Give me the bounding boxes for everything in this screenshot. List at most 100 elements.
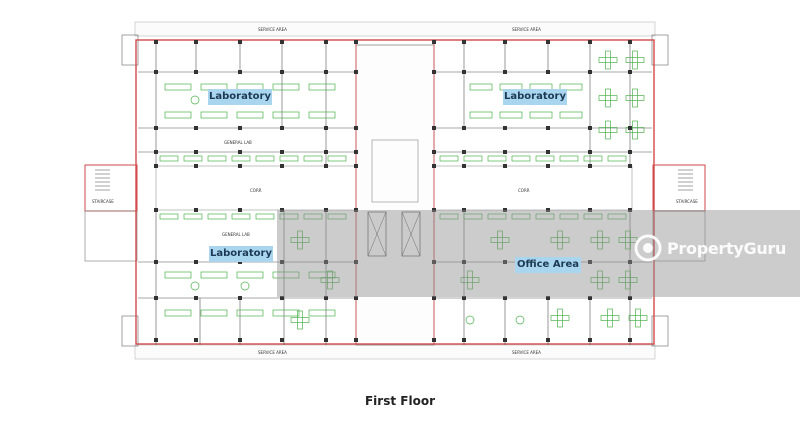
structural-column xyxy=(154,126,158,130)
structural-column xyxy=(432,150,436,154)
lab-bench xyxy=(272,271,300,279)
service-area-bottom-left-label: SERVICE AREA xyxy=(258,350,287,355)
staircase-left-label: STAIRCASE xyxy=(92,199,114,204)
lab-bench xyxy=(439,213,459,220)
structural-column xyxy=(194,40,198,44)
structural-column xyxy=(354,260,358,264)
lab-bench xyxy=(200,271,228,279)
workstation-cluster xyxy=(635,308,641,328)
workstation-cluster xyxy=(625,127,645,133)
lab-bench xyxy=(272,309,300,317)
structural-column xyxy=(588,296,592,300)
right-stair-wing xyxy=(652,164,706,212)
lift-left xyxy=(367,211,387,257)
lab-bench xyxy=(308,111,336,119)
lab-bench xyxy=(469,83,493,91)
lab-bench xyxy=(303,155,323,162)
structural-column xyxy=(194,126,198,130)
corridor-left xyxy=(155,165,357,211)
lab-bench xyxy=(583,155,603,162)
structural-column xyxy=(628,208,632,212)
lab-bench xyxy=(463,155,483,162)
service-strip-top xyxy=(134,21,656,37)
lab-bench xyxy=(308,309,336,317)
service-strip-bottom xyxy=(134,344,656,360)
structural-column xyxy=(324,126,328,130)
structural-column xyxy=(280,338,284,342)
structural-column xyxy=(503,208,507,212)
structural-column xyxy=(354,164,358,168)
workstation-cluster xyxy=(625,230,631,250)
workstation-cluster xyxy=(327,270,333,290)
corridor-left-label: CORR xyxy=(250,188,262,193)
structural-column xyxy=(432,164,436,168)
core-void xyxy=(371,139,419,203)
lab-bench xyxy=(200,309,228,317)
left-toilet-wing xyxy=(84,210,138,262)
structural-column xyxy=(354,338,358,342)
structural-column xyxy=(546,296,550,300)
workstation-cluster xyxy=(297,230,303,250)
workstation-cluster xyxy=(460,277,480,283)
structural-column xyxy=(324,150,328,154)
lab-bench xyxy=(463,213,483,220)
lab-bench xyxy=(164,271,192,279)
workstation-cluster xyxy=(467,270,473,290)
left-stair-wing xyxy=(84,164,138,212)
service-area-left-label: SERVICE AREA xyxy=(258,27,287,32)
structural-column xyxy=(238,40,242,44)
structural-column xyxy=(628,164,632,168)
lab-bench xyxy=(439,155,459,162)
structural-column xyxy=(462,296,466,300)
structural-column xyxy=(546,150,550,154)
workstation-cluster xyxy=(600,315,620,321)
structural-column xyxy=(503,338,507,342)
lab-bench xyxy=(183,213,203,220)
workstation-cluster xyxy=(625,57,645,63)
structural-column xyxy=(154,164,158,168)
structural-column xyxy=(432,126,436,130)
structural-column xyxy=(462,126,466,130)
structural-column xyxy=(462,150,466,154)
structural-column xyxy=(324,208,328,212)
structural-column xyxy=(354,208,358,212)
structural-column xyxy=(324,260,328,264)
workstation-cluster xyxy=(557,308,563,328)
structural-column xyxy=(503,164,507,168)
structural-column xyxy=(462,338,466,342)
staircase-right-label: STAIRCASE xyxy=(676,199,698,204)
lab-bench xyxy=(308,83,336,91)
structural-column xyxy=(503,70,507,74)
tower-top-left xyxy=(121,34,139,66)
structural-column xyxy=(462,260,466,264)
structural-column xyxy=(354,126,358,130)
workstation-cluster xyxy=(557,230,563,250)
lab-bench xyxy=(164,309,192,317)
office-highlight-overlay xyxy=(277,210,800,297)
structural-column xyxy=(588,260,592,264)
exterior-wall xyxy=(135,39,655,345)
structural-column xyxy=(588,40,592,44)
lab-bench xyxy=(236,309,264,317)
tower-top-right xyxy=(651,34,669,66)
workstation-cluster xyxy=(625,270,631,290)
lab-bench xyxy=(207,213,227,220)
structural-column xyxy=(462,164,466,168)
structural-column xyxy=(546,126,550,130)
propertyguru-watermark: PropertyGuru xyxy=(633,233,786,263)
structural-column xyxy=(628,126,632,130)
structural-column xyxy=(238,150,242,154)
structural-column xyxy=(432,296,436,300)
lab-bench xyxy=(255,213,275,220)
lab-bench xyxy=(327,213,347,220)
lab-bench xyxy=(559,83,583,91)
lab-bench xyxy=(272,83,300,91)
structural-column xyxy=(238,126,242,130)
structural-column xyxy=(194,70,198,74)
zone-label-laboratory-top-left: Laboratory xyxy=(208,89,272,105)
workstation-cluster xyxy=(628,315,648,321)
structural-column xyxy=(588,126,592,130)
lab-bench xyxy=(487,213,507,220)
structural-column xyxy=(194,208,198,212)
